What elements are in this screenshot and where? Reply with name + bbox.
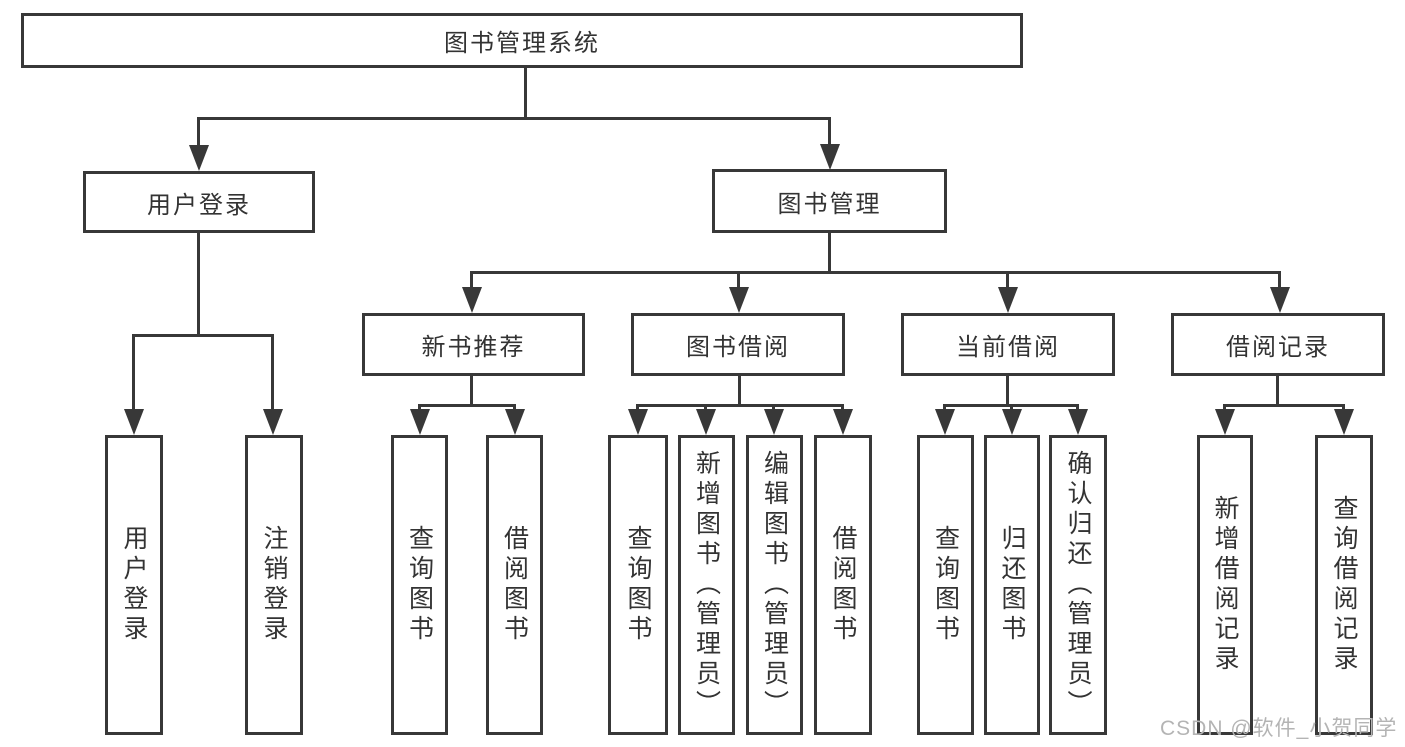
leaf-edit-books-admin: 编辑图书（管理员） (746, 435, 803, 735)
node-current-borrow: 当前借阅 (901, 313, 1115, 376)
arrowhead-book-mgmt (820, 144, 840, 170)
connector-stub-book-mgmt (828, 231, 831, 274)
node-user-login: 用户登录 (83, 171, 315, 233)
connector-branch-new-book-rec (418, 404, 516, 407)
connector-drop-bb-edit (772, 404, 775, 412)
connector-drop-borrow-records (1278, 271, 1281, 291)
connector-drop-leaf-login (132, 334, 135, 412)
arrowhead-leaf-login (124, 409, 144, 435)
connector-stub-new-book-rec (470, 374, 473, 407)
connector-branch-book-borrow (636, 404, 844, 407)
leaf-borrow-query-books: 查询图书 (608, 435, 668, 735)
connector-level2-branch (470, 271, 1281, 274)
arrowhead-cb-return (1002, 409, 1022, 435)
connector-branch-user-login (132, 334, 274, 337)
arrowhead-bb-query (628, 409, 648, 435)
arrowhead-leaf-logout (263, 409, 283, 435)
leaf-recommend-query-books: 查询图书 (391, 435, 448, 735)
arrowhead-user-login (189, 145, 209, 171)
connector-drop-book-borrow (737, 271, 740, 291)
arrowhead-bb-edit (764, 409, 784, 435)
connector-stub-user-login (197, 231, 200, 337)
connector-root-trunk (524, 66, 527, 120)
node-system-root: 图书管理系统 (21, 13, 1023, 68)
arrowhead-cb-query (935, 409, 955, 435)
arrowhead-bb-add (696, 409, 716, 435)
connector-drop-bb-query (636, 404, 639, 412)
arrowhead-current-borrow (998, 287, 1018, 313)
leaf-borrow-books: 借阅图书 (814, 435, 872, 735)
leaf-return-books: 归还图书 (984, 435, 1040, 735)
leaf-current-query-books: 查询图书 (917, 435, 974, 735)
leaf-logout: 注销登录 (245, 435, 303, 735)
connector-drop-leaf-logout (271, 334, 274, 412)
arrowhead-cb-confirm (1068, 409, 1088, 435)
connector-drop-user-login (197, 117, 200, 147)
connector-drop-nr-borrow (513, 404, 516, 412)
connector-stub-borrow-records (1276, 374, 1279, 407)
leaf-add-books-admin: 新增图书（管理员） (678, 435, 735, 735)
arrowhead-nr-query (410, 409, 430, 435)
leaf-query-borrow-record: 查询借阅记录 (1315, 435, 1373, 735)
arrowhead-book-borrow (729, 287, 749, 313)
arrowhead-bb-borrow (833, 409, 853, 435)
connector-level1-branch (197, 117, 831, 120)
leaf-add-borrow-record: 新增借阅记录 (1197, 435, 1253, 735)
leaf-confirm-return-admin: 确认归还（管理员） (1049, 435, 1107, 735)
node-book-management: 图书管理 (712, 169, 947, 233)
connector-drop-current-borrow (1006, 271, 1009, 291)
leaf-recommend-borrow-books: 借阅图书 (486, 435, 543, 735)
connector-branch-borrow-records (1223, 404, 1345, 407)
node-borrow-records: 借阅记录 (1171, 313, 1385, 376)
connector-drop-br-add (1223, 404, 1226, 412)
arrowhead-br-add (1215, 409, 1235, 435)
connector-drop-br-query (1342, 404, 1345, 412)
connector-drop-cb-confirm (1076, 404, 1079, 412)
arrowhead-borrow-records (1270, 287, 1290, 313)
connector-stub-book-borrow (738, 374, 741, 407)
node-book-borrow: 图书借阅 (631, 313, 845, 376)
arrowhead-br-query (1334, 409, 1354, 435)
connector-drop-new-book-rec (470, 271, 473, 291)
connector-drop-book-mgmt (828, 117, 831, 146)
connector-drop-cb-query (943, 404, 946, 412)
csdn-watermark: CSDN @软件_小贺同学 (1160, 717, 1398, 740)
connector-drop-cb-return (1010, 404, 1013, 412)
arrowhead-new-book-rec (462, 287, 482, 313)
node-new-book-recommend: 新书推荐 (362, 313, 585, 376)
leaf-user-login: 用户登录 (105, 435, 163, 735)
arrowhead-nr-borrow (505, 409, 525, 435)
connector-drop-bb-add (704, 404, 707, 412)
connector-drop-bb-borrow (841, 404, 844, 412)
connector-stub-current-borrow (1006, 374, 1009, 407)
connector-drop-nr-query (418, 404, 421, 412)
